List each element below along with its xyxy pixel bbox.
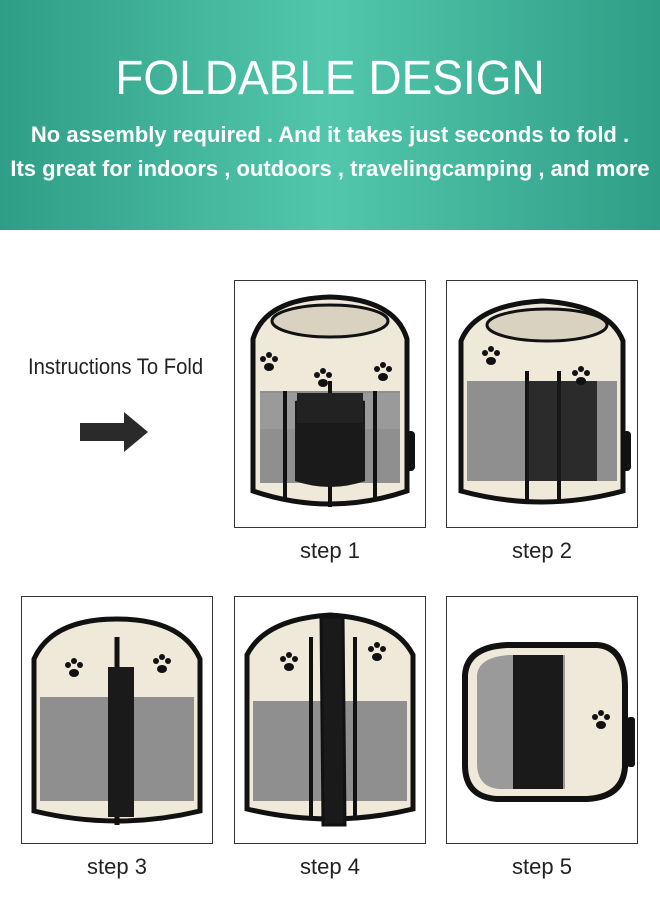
strap [627, 717, 635, 767]
paw-print-icon [314, 368, 332, 387]
banner-subtitle-line-1: No assembly required . And it takes just… [30, 122, 630, 147]
paw-print-icon [374, 362, 392, 381]
playpen-step2-illustration [458, 298, 626, 505]
paw-print-icon [65, 658, 83, 677]
step-1-image [234, 280, 426, 528]
right-arrow-icon [80, 412, 148, 452]
paw-print-icon [592, 710, 610, 729]
step-1-label: step 1 [300, 538, 360, 563]
step-5-image [446, 596, 638, 844]
paw-print-icon [260, 352, 278, 371]
paw-print-icon [368, 642, 386, 661]
paw-print-icon [572, 366, 590, 385]
strap [405, 431, 415, 471]
step-3-label: step 3 [87, 854, 147, 879]
playpen-open-illustration [250, 294, 410, 507]
instructions-label: Instructions To Fold [28, 354, 204, 379]
step-4-image [234, 596, 426, 844]
paw-print-icon [482, 346, 500, 365]
paw-print-icon [280, 652, 298, 671]
step-2-label: step 2 [512, 538, 572, 563]
playpen-step3-illustration [31, 616, 203, 825]
step-4-label: step 4 [300, 854, 360, 879]
banner-title: FOLDABLE DESIGN [115, 49, 545, 105]
playpen-folded-illustration [462, 642, 635, 802]
header-banner: FOLDABLE DESIGN No assembly required . A… [0, 0, 660, 230]
strap [621, 431, 631, 471]
paw-print-icon [153, 654, 171, 673]
step-3-image [21, 596, 213, 844]
step-5-label: step 5 [512, 854, 572, 879]
banner-subtitle-line-2: Its great for indoors , outdoors , trave… [10, 156, 650, 181]
step-2-image [446, 280, 638, 528]
playpen-step4-illustration [244, 612, 416, 827]
